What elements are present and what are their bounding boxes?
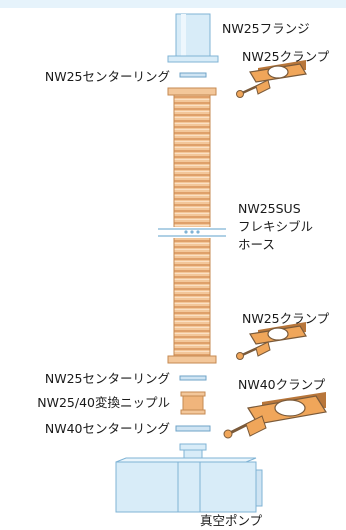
nw40-clamp [223, 392, 327, 439]
label-hose-line2: フレキシブル [238, 219, 314, 234]
nw25-centering-ring-top [179, 72, 207, 78]
label-hose-line1: NW25SUS [238, 201, 301, 216]
label-hose-line3: ホース [238, 237, 275, 252]
nw25-clamp-top [236, 60, 307, 98]
label-nw40-clamp: NW40クランプ [238, 377, 326, 392]
vacuum-pump [115, 443, 263, 513]
label-nw25-centering-ring-bottom: NW25センターリング [44, 371, 170, 386]
label-nw25-40-adapter-nipple: NW25/40変換ニップル [37, 395, 170, 410]
label-nw25-clamp-top: NW25クランプ [242, 49, 330, 64]
nw25-centering-ring-bottom [179, 375, 207, 381]
label-nw25-centering-ring-top: NW25センターリング [44, 69, 170, 84]
nw25-flange [167, 13, 219, 63]
label-nw40-centering-ring: NW40センターリング [44, 421, 170, 436]
label-nw25-flange: NW25フランジ [222, 21, 310, 36]
top-bar [0, 0, 346, 8]
nw25-40-adapter-nipple [180, 391, 206, 415]
nw25-clamp-mid [236, 322, 307, 360]
label-nw25-clamp-mid: NW25クランプ [242, 311, 330, 326]
nw40-centering-ring [175, 425, 211, 432]
flexible-hose [158, 87, 226, 364]
label-vacuum-pump: 真空ポンプ [200, 513, 263, 528]
